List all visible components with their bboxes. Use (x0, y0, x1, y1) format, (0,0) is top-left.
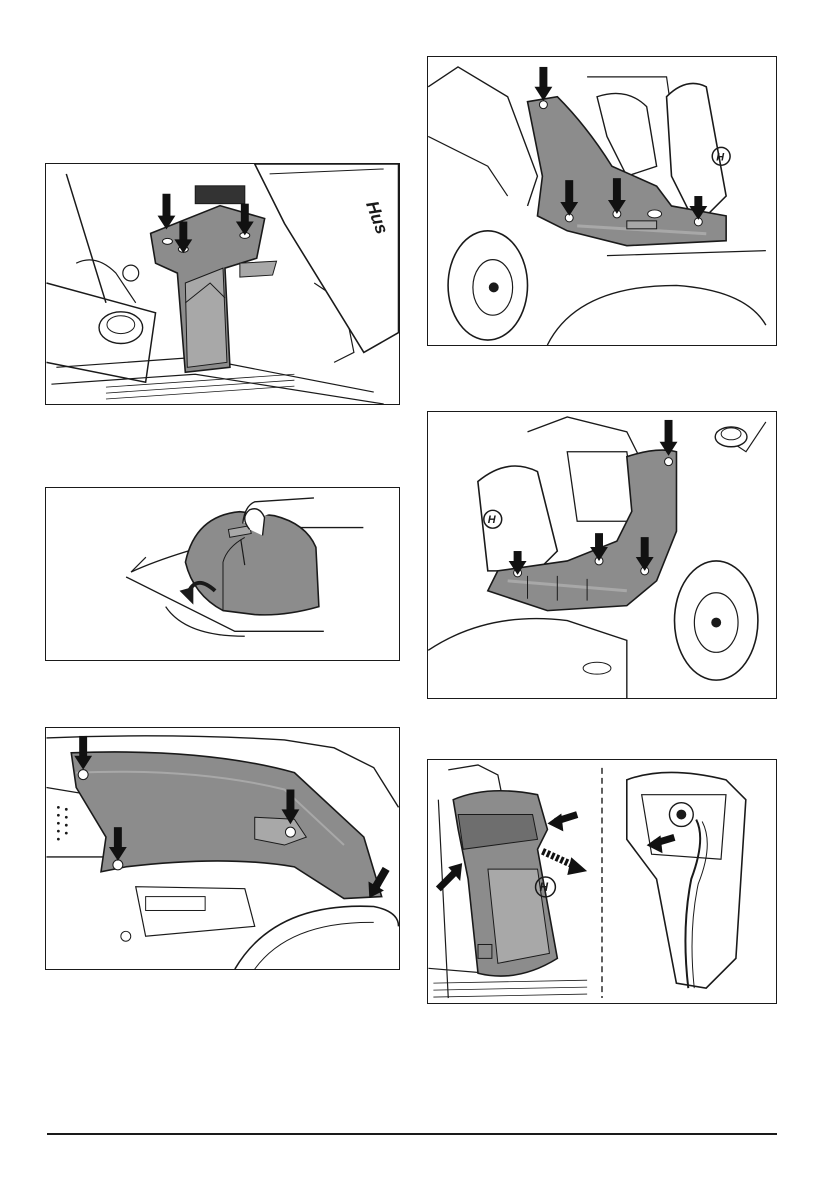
footer-rule (47, 1133, 777, 1135)
arrow-icon (542, 851, 587, 875)
figure-lift-cover (45, 487, 400, 661)
figure-side-panel (45, 727, 400, 970)
rear-cover-illustration: Hus (46, 164, 399, 404)
svg-text:H: H (488, 514, 497, 526)
lift-cover-illustration (46, 488, 399, 660)
arrow-icon (547, 814, 577, 832)
svg-text:H: H (540, 880, 549, 894)
down-arrow-icon (534, 67, 552, 101)
footplate-right-illustration: H (428, 412, 776, 698)
svg-text:H: H (716, 151, 725, 163)
steering-cover-illustration: H (428, 760, 776, 1003)
figure-rear-cover: Hus (45, 163, 400, 405)
figure-footplate-left: H (427, 56, 777, 346)
figure-footplate-right: H (427, 411, 777, 699)
figure-steering-cover: H (427, 759, 777, 1004)
side-panel-illustration (46, 728, 399, 969)
footplate-left-illustration: H (428, 57, 776, 345)
